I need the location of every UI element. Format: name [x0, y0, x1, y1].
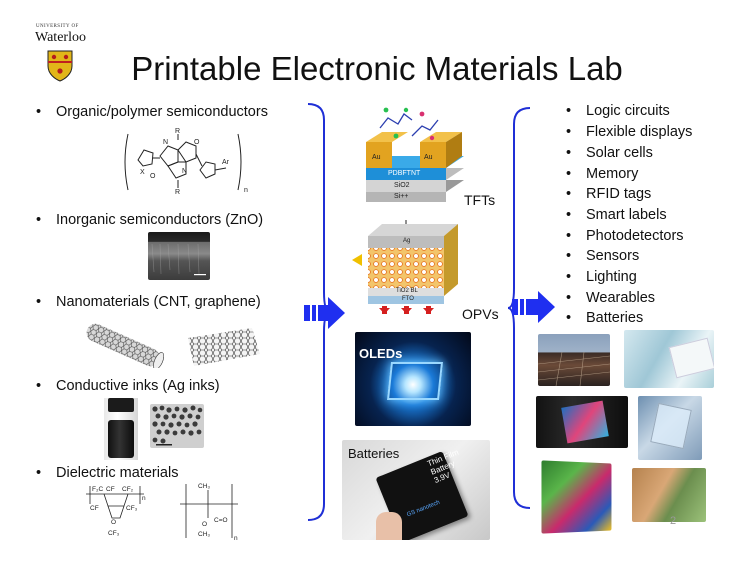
shield-icon [47, 50, 73, 82]
svg-text:n: n [142, 495, 146, 502]
tft-layer-substrate: Si++ [394, 193, 409, 200]
svg-text:CF₃: CF₃ [126, 505, 138, 512]
svg-text:N: N [163, 139, 168, 146]
logo-university-of: UNIVERSITY OF [36, 24, 79, 29]
application-item: •Solar cells [566, 145, 653, 161]
application-item: •RFID tags [566, 186, 652, 202]
tft-layer-au-right: Au [424, 154, 433, 161]
svg-text:Ar: Ar [222, 159, 230, 166]
svg-text:CF₃: CF₃ [108, 530, 120, 537]
battery-image: Batteries Thin Film Battery 3.9V GS nano… [342, 440, 490, 540]
svg-text:CF: CF [90, 505, 99, 512]
svg-text:N: N [182, 168, 187, 175]
svg-text:CF: CF [106, 486, 115, 493]
svg-text:O: O [194, 139, 200, 146]
arrow-right-icon [304, 297, 345, 329]
svg-text:O: O [150, 173, 156, 180]
ag-ink-vial-image [104, 398, 138, 460]
flexible-display-photo [624, 330, 714, 388]
opv-layer-top: Ag [403, 238, 411, 244]
battery-label: Batteries [348, 446, 400, 461]
lighting-display-photo [541, 460, 612, 534]
application-item: •Photodetectors [566, 228, 684, 244]
svg-text:CH₃: CH₃ [198, 483, 210, 490]
application-item: •Wearables [566, 290, 656, 306]
material-item-inorganic: •Inorganic semiconductors (ZnO) [36, 212, 264, 228]
right-bracket [508, 107, 531, 509]
application-item: •Lighting [566, 269, 637, 285]
opv-layer-mid: TiO2 BL [396, 288, 418, 294]
svg-text:R: R [175, 128, 180, 135]
tft-layer-au-left: Au [372, 154, 381, 161]
svg-text:CF₂: CF₂ [122, 486, 134, 493]
material-item-organic: •Organic/polymer semiconductors [36, 104, 268, 120]
transparent-sensor-photo [638, 396, 702, 460]
arrow-right-icon [512, 291, 555, 323]
opv-label: OPVs [462, 306, 499, 322]
zno-sem-image [148, 232, 210, 280]
svg-text:X: X [140, 169, 145, 176]
polymer-structure-diagram: X R R N N Ar n O O [124, 128, 248, 196]
graphene-sheet-image [188, 328, 260, 366]
svg-text:O: O [202, 521, 207, 528]
svg-text:O: O [111, 519, 116, 526]
svg-text:C=O: C=O [214, 517, 228, 524]
smartphone-photo [536, 396, 628, 448]
material-item-dielectric: •Dielectric materials [36, 465, 179, 481]
application-item: •Smart labels [566, 207, 667, 223]
tft-device-diagram [366, 107, 464, 202]
ag-nanoparticle-tem-image [150, 404, 204, 448]
left-bracket [307, 103, 330, 521]
tft-layer-semiconductor: PDBFTNT [388, 170, 421, 177]
slide-number: 2 [670, 515, 677, 527]
logo-waterloo: Waterloo [35, 30, 86, 45]
solar-panel-photo [538, 334, 610, 386]
tft-layer-dielectric: SiO2 [394, 182, 410, 189]
svg-text:n: n [244, 187, 248, 194]
application-item: •Sensors [566, 248, 640, 264]
opv-device-diagram [352, 220, 458, 314]
oled-label: OLEDs [359, 346, 403, 361]
page-title: Printable Electronic Materials Lab [131, 50, 623, 87]
svg-text:n: n [234, 535, 238, 542]
opv-layer-bottom: FTO [402, 296, 414, 302]
material-item-nano: •Nanomaterials (CNT, graphene) [36, 294, 261, 310]
material-item-inks: •Conductive inks (Ag inks) [36, 378, 220, 394]
university-logo: UNIVERSITY OF Waterloo [32, 22, 92, 84]
svg-text:R: R [175, 189, 180, 196]
application-item: •Flexible displays [566, 124, 693, 140]
svg-text:F₂C: F₂C [92, 486, 103, 493]
wearable-photo [632, 468, 706, 522]
oled-image: OLEDs [355, 332, 471, 426]
svg-text:CH₃: CH₃ [198, 531, 210, 538]
application-item: •Memory [566, 166, 639, 182]
tft-label: TFTs [464, 192, 496, 208]
application-item: •Logic circuits [566, 103, 670, 119]
application-item: •Batteries [566, 310, 644, 326]
carbon-nanotube-image [86, 323, 164, 368]
